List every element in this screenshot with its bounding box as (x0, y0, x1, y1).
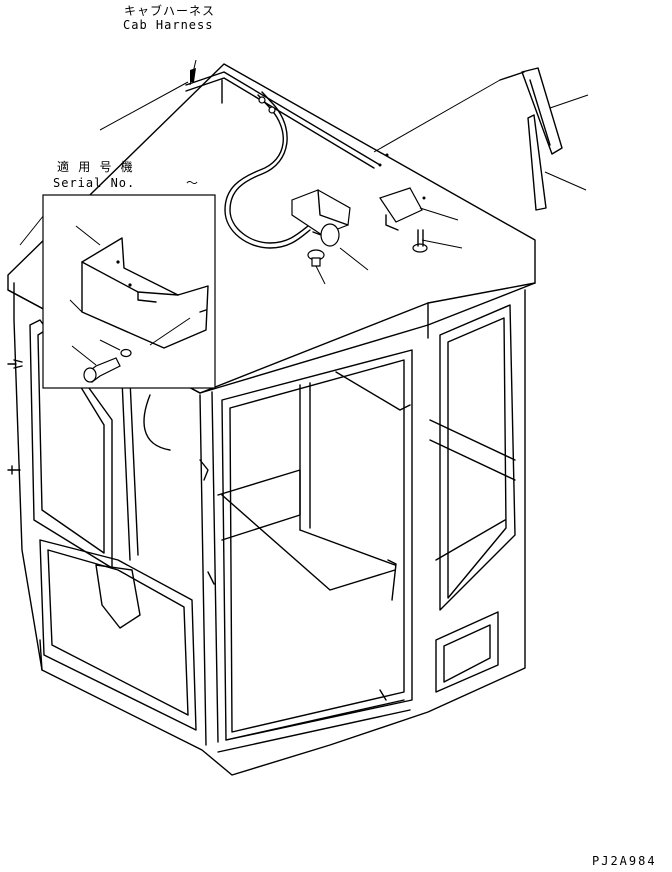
roof-components (291, 153, 428, 267)
serial-label-en: Serial No. (53, 176, 136, 190)
serial-inset (42, 194, 216, 389)
serial-label-jp: 適 用 号 機 (57, 160, 134, 174)
cab-harness-label-jp: キャブハーネス (124, 4, 216, 18)
serial-range-tilde: 〜 (186, 176, 200, 190)
wiper-assembly (499, 67, 563, 211)
harness-tag-mark (190, 68, 196, 82)
cab-frame (7, 282, 526, 776)
leader-lines (19, 59, 589, 285)
drawing-code: PJ2A984 (592, 854, 657, 868)
cab-roof (7, 63, 536, 394)
cab-harness-cable (224, 91, 311, 249)
cab-harness-label-en: Cab Harness (123, 18, 214, 32)
